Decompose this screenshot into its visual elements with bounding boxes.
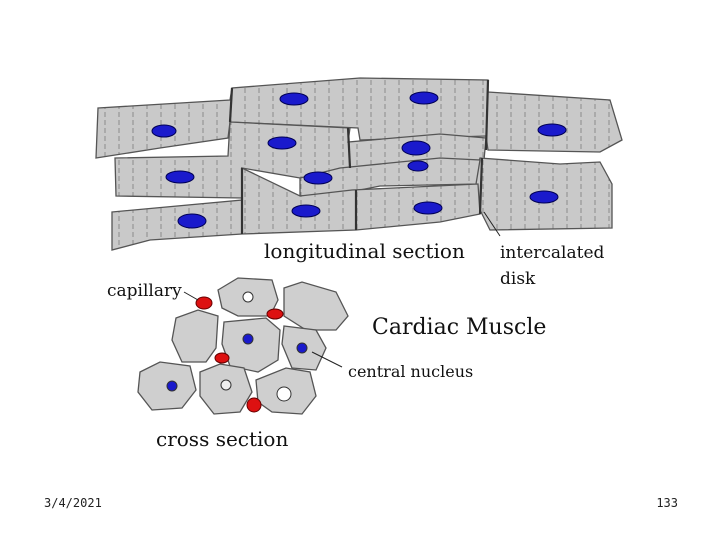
cross-cell [221,317,281,373]
central-nucleus-label: central nucleus [348,362,473,381]
nucleus [165,170,195,184]
cross-section-label: cross section [156,427,288,451]
nucleus [177,213,207,229]
nucleus-light [220,379,232,391]
capillary-dot [195,296,213,310]
longitudinal-section-illustration [95,77,623,251]
intercalated-label: intercalated [500,243,605,263]
cross-cell [171,309,219,363]
diagram-title: Cardiac Muscle [372,315,546,340]
nucleus [401,140,431,156]
nucleus [291,204,321,218]
cross-nuclei [166,291,308,402]
nucleus [303,171,333,185]
label-pointers [183,211,501,368]
nucleus [409,91,439,105]
capillary-label: capillary [107,281,182,301]
nucleus [151,124,177,138]
nucleus-light [276,386,292,402]
longitudinal-section-label: longitudinal section [264,239,465,263]
capillary-dot [266,308,284,320]
muscle-fiber [95,77,623,159]
nucleus-light [242,291,254,303]
nucleus [537,123,567,137]
nucleus [413,201,443,215]
footer-date: 3/4/2021 [44,496,102,510]
intercalated-disks [228,79,490,234]
capillaries [195,296,284,413]
disk-label: disk [500,269,536,289]
capillary-dot [214,352,230,364]
nucleus [296,342,308,354]
nucleus [407,160,429,172]
nucleus [267,136,297,150]
nucleus [166,380,178,392]
nucleus [529,190,559,204]
page-number: 133 [656,496,678,510]
nucleus [242,333,254,345]
cross-cell [283,281,349,331]
nucleus [279,92,309,106]
capillary-dot [246,397,262,413]
longitudinal-nuclei [151,91,567,229]
